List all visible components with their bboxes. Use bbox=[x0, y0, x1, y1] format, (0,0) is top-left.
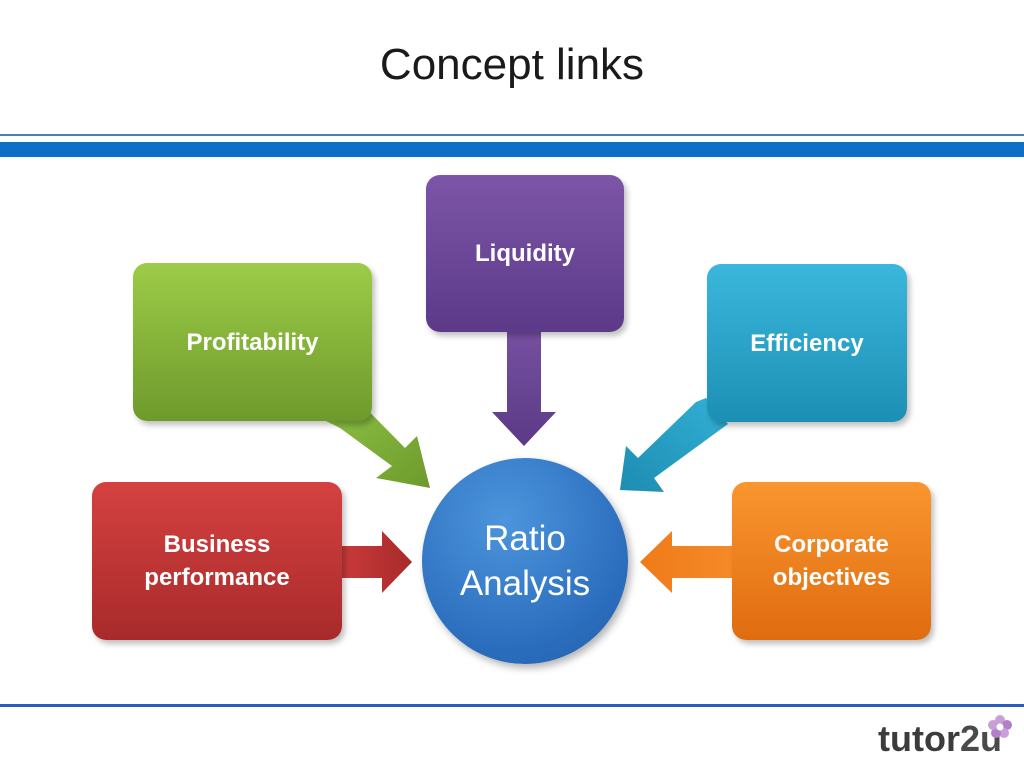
node-profitability-label: Profitability bbox=[186, 328, 319, 356]
node-business-line1: Business bbox=[163, 531, 271, 558]
center-ratio-analysis: Ratio Analysis bbox=[422, 458, 628, 664]
node-efficiency-label: Efficiency bbox=[750, 329, 864, 357]
node-business-performance: Business performance bbox=[92, 482, 342, 640]
node-liquidity: Liquidity bbox=[426, 175, 624, 332]
flower-logo-icon bbox=[988, 715, 1012, 738]
footer-rule bbox=[0, 704, 1024, 707]
arrow-corporate bbox=[640, 531, 732, 593]
slide-title: Concept links bbox=[379, 40, 645, 89]
node-corporate-line1: Corporate bbox=[774, 531, 889, 558]
arrow-liquidity bbox=[492, 332, 556, 446]
node-profitability: Profitability bbox=[133, 263, 372, 421]
header-rule-thick bbox=[0, 142, 1024, 157]
center-line2: Analysis bbox=[459, 564, 591, 603]
node-business-line2: performance bbox=[144, 564, 290, 591]
brand-logo: tutor2u bbox=[878, 718, 1002, 760]
center-line1: Ratio bbox=[484, 519, 566, 558]
node-efficiency: Efficiency bbox=[707, 264, 907, 422]
node-liquidity-label: Liquidity bbox=[475, 240, 575, 267]
node-corporate-line2: objectives bbox=[772, 564, 891, 591]
arrow-efficiency bbox=[620, 398, 728, 492]
arrow-business bbox=[342, 531, 412, 593]
logo-text-a: tutor bbox=[878, 718, 960, 759]
node-corporate-objectives: Corporate objectives bbox=[732, 482, 931, 640]
header-rule-thin bbox=[0, 134, 1024, 136]
